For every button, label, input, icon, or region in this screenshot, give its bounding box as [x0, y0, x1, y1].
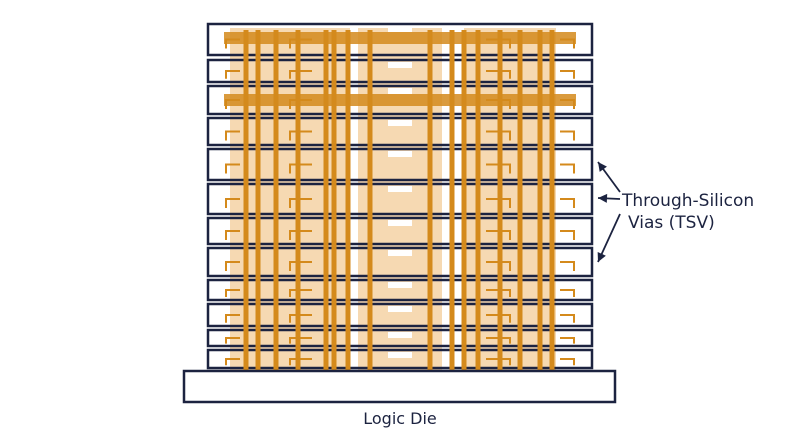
- trace-hook-right-7: [560, 230, 575, 240]
- tsv-column-16: [549, 30, 555, 370]
- trace-hook-mid-right-2: [486, 70, 511, 79]
- die-pad-5: [388, 151, 412, 157]
- tsv-arrow-head-3: [597, 251, 606, 262]
- trace-hook-left-3: [225, 99, 240, 109]
- trace-hook-right-11: [560, 337, 575, 344]
- trace-hook-mid-right-1: [486, 38, 511, 49]
- tsv-column-8: [367, 30, 373, 370]
- die-pad-7: [388, 220, 412, 226]
- trace-hook-right-12: [560, 358, 575, 366]
- memory-die-3: [206, 84, 594, 116]
- trace-hook-left-11: [225, 337, 240, 344]
- die-pad-4: [388, 120, 412, 126]
- tsv-column-12: [475, 30, 481, 370]
- tsv-column-1: [243, 30, 249, 370]
- memory-die-5: [206, 147, 594, 182]
- memory-die-9: [206, 278, 594, 302]
- tsv-label-line1: Through-Silicon: [621, 191, 754, 211]
- trace-hook-mid-right-3: [486, 99, 511, 109]
- tsv-column-3: [273, 30, 279, 370]
- trace-hook-left-7: [225, 230, 240, 240]
- trace-hook-mid-right-7: [486, 230, 511, 240]
- tsv-callout-arrows: [597, 161, 621, 263]
- memory-die-2: [206, 58, 594, 84]
- trace-hook-mid-left-11: [289, 337, 312, 344]
- die-pad-9: [388, 282, 412, 288]
- memory-die-stack: [206, 22, 594, 370]
- tsv-arrow-head-1: [598, 162, 607, 172]
- trace-hook-mid-right-11: [486, 337, 511, 344]
- die-pad-2: [388, 62, 412, 68]
- memory-die-11: [206, 328, 594, 348]
- memory-die-4: [206, 116, 594, 147]
- trace-hook-mid-right-9: [486, 289, 511, 297]
- trace-hook-mid-left-12: [289, 358, 312, 366]
- tsv-column-10: [449, 30, 455, 370]
- tsv-arrow-head-2: [598, 193, 608, 203]
- memory-die-7: [206, 216, 594, 246]
- trace-hook-mid-left-3: [289, 99, 312, 109]
- memory-die-12: [206, 348, 594, 370]
- trace-hook-mid-right-4: [486, 130, 511, 141]
- trace-hook-mid-left-10: [289, 314, 312, 323]
- tsv-column-14: [517, 30, 523, 370]
- trace-hook-mid-left-2: [289, 70, 312, 79]
- logic-die: [182, 369, 617, 404]
- trace-hook-mid-right-8: [486, 261, 511, 271]
- trace-hook-left-10: [225, 314, 240, 323]
- trace-hook-left-2: [225, 70, 240, 79]
- trace-hook-right-4: [560, 130, 575, 141]
- trace-hook-mid-left-4: [289, 130, 312, 141]
- trace-hook-left-6: [225, 198, 240, 208]
- tsv-column-6: [331, 30, 337, 370]
- die-pad-3: [388, 88, 412, 94]
- trace-hook-mid-left-8: [289, 261, 312, 271]
- die-pad-6: [388, 186, 412, 192]
- tsv-column-5: [323, 30, 329, 370]
- die-pad-1: [388, 26, 412, 32]
- trace-hook-right-3: [560, 99, 575, 109]
- trace-hook-left-9: [225, 289, 240, 297]
- trace-hook-mid-left-1: [289, 38, 312, 49]
- tsv-label-line2: Vias (TSV): [628, 213, 715, 233]
- memory-die-10: [206, 302, 594, 328]
- tsv-column-9: [427, 30, 433, 370]
- trace-hook-right-5: [560, 163, 575, 174]
- trace-hook-right-10: [560, 314, 575, 323]
- trace-hook-mid-left-5: [289, 163, 312, 174]
- trace-hook-mid-left-9: [289, 289, 312, 297]
- tsv-column-2: [255, 30, 261, 370]
- tsv-column-11: [461, 30, 467, 370]
- trace-hook-mid-right-5: [486, 163, 511, 174]
- trace-hook-right-2: [560, 70, 575, 79]
- top-bus-bar-2: [224, 94, 576, 106]
- trace-hook-right-9: [560, 289, 575, 297]
- trace-hook-mid-right-12: [486, 358, 511, 366]
- trace-hook-right-1: [560, 38, 575, 49]
- memory-die-8: [206, 246, 594, 278]
- via-trace-hooks: [225, 38, 575, 366]
- trace-hook-left-12: [225, 358, 240, 366]
- die-pad-8: [388, 250, 412, 256]
- trace-hook-mid-right-6: [486, 198, 511, 208]
- memory-die-1: [206, 22, 594, 57]
- tsv-column-7: [345, 30, 351, 370]
- trace-hook-mid-right-10: [486, 314, 511, 323]
- trace-hook-left-5: [225, 163, 240, 174]
- trace-hook-mid-left-6: [289, 198, 312, 208]
- trace-hook-mid-left-7: [289, 230, 312, 240]
- logic-die-label: Logic Die: [363, 409, 437, 428]
- die-pad-10: [388, 306, 412, 312]
- trace-hook-right-8: [560, 261, 575, 271]
- trace-hook-left-1: [225, 38, 240, 49]
- top-bus-bar-1: [224, 32, 576, 44]
- trace-hook-right-6: [560, 198, 575, 208]
- trace-hook-left-4: [225, 130, 240, 141]
- tsv-column-15: [537, 30, 543, 370]
- memory-die-6: [206, 182, 594, 216]
- trace-hook-left-8: [225, 261, 240, 271]
- die-pad-11: [388, 332, 412, 338]
- die-pad-12: [388, 352, 412, 358]
